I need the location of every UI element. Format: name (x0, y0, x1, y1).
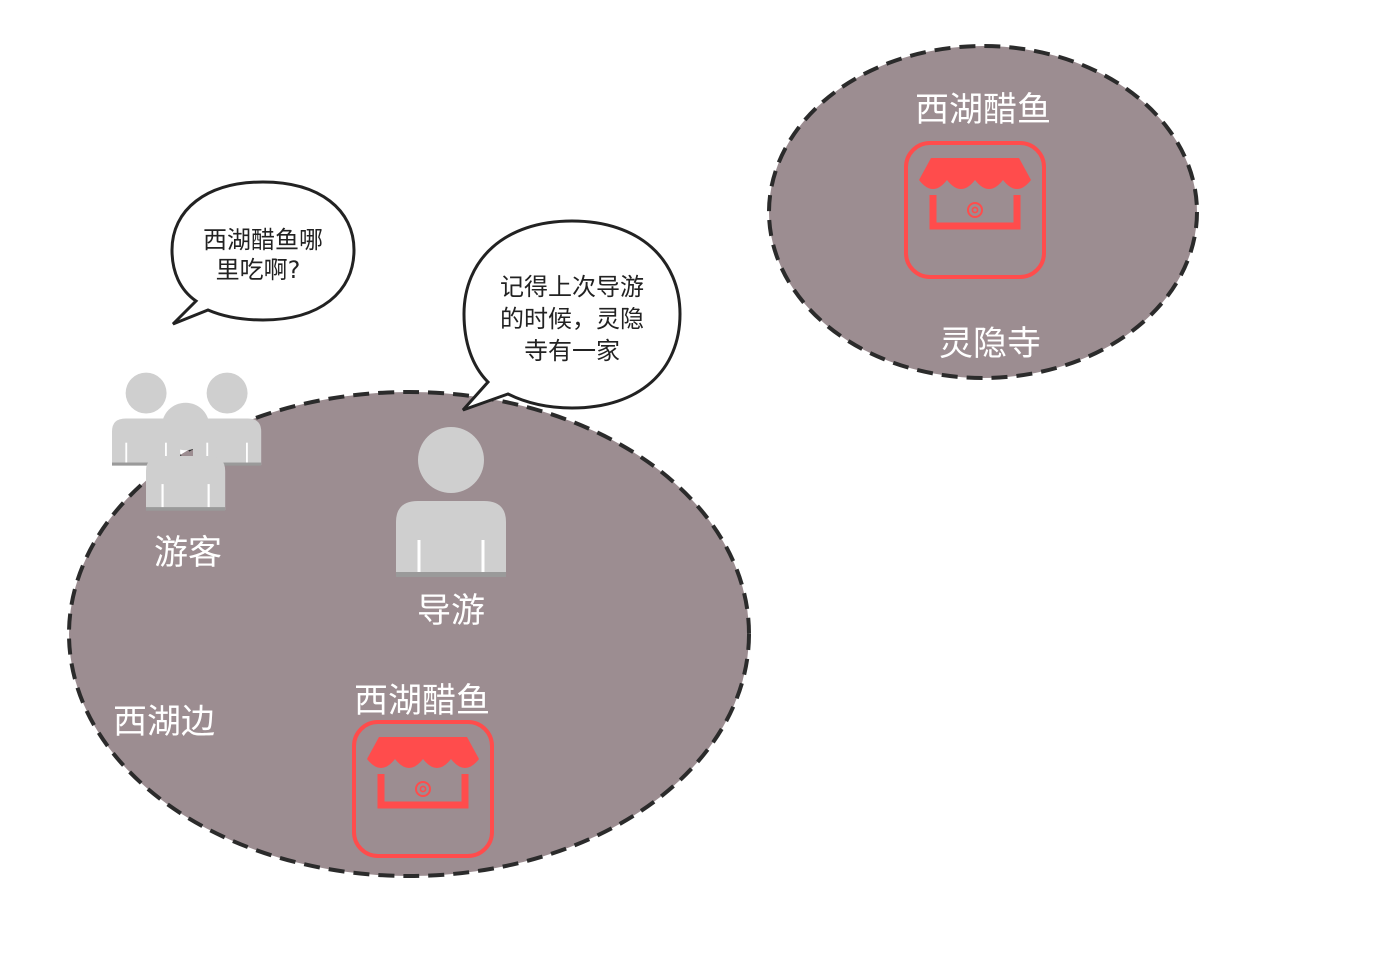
lingyin-store-title: 西湖醋鱼 (915, 90, 1051, 130)
tourist-bubble-line-2: 里吃啊? (216, 256, 301, 284)
xihu-region-name: 西湖边 (113, 702, 215, 742)
guide-bubble-line-3: 寺有一家 (524, 337, 620, 365)
region-lingyin: 西湖醋鱼 灵隐寺 (767, 44, 1199, 380)
tourist-speech-bubble: 西湖醋鱼哪 里吃啊? (170, 180, 356, 326)
tourists-label: 游客 (154, 533, 222, 573)
tourist-bubble-line-1: 西湖醋鱼哪 (203, 226, 323, 254)
xihu-store-title: 西湖醋鱼 (354, 681, 490, 721)
guide-label: 导游 (417, 591, 485, 631)
guide-bubble-line-2: 的时候，灵隐 (500, 305, 644, 333)
guide-bubble-line-1: 记得上次导游 (500, 273, 644, 301)
lingyin-region-name: 灵隐寺 (939, 324, 1041, 364)
region-xihu: 游客 导游 西湖边 西湖醋鱼 (67, 371, 751, 878)
guide-speech-bubble: 记得上次导游 的时候，灵隐 寺有一家 (461, 219, 682, 412)
